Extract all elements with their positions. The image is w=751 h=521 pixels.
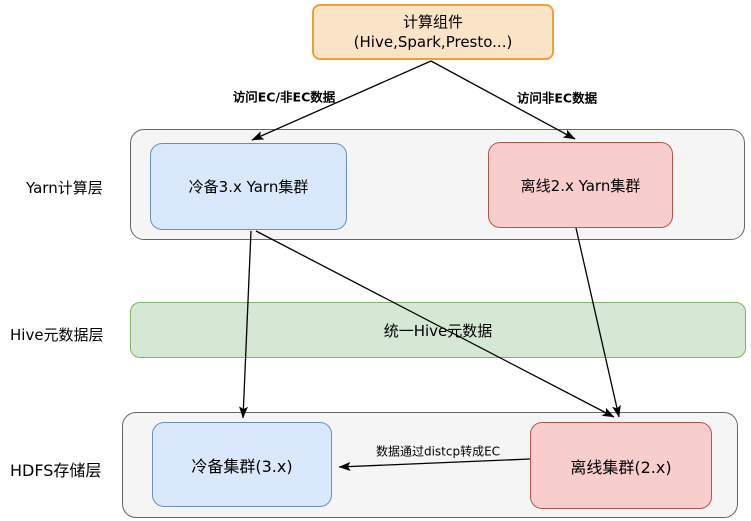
- node-offline-yarn-cluster: 离线2.x Yarn集群: [488, 142, 673, 228]
- node-offline-hdfs-cluster-label: 离线集群(2.x): [570, 457, 672, 477]
- node-cold-hdfs-cluster: 冷备集群(3.x): [152, 422, 332, 507]
- compute-components-title: 计算组件: [402, 13, 463, 31]
- edge-label-distcp: 数据通过distcp转成EC: [375, 444, 501, 459]
- compute-components-subtitle: (Hive,Spark,Presto...): [353, 33, 513, 51]
- hive-metadata-bar: 统一Hive元数据: [130, 302, 746, 358]
- hive-metadata-bar-label: 统一Hive元数据: [383, 321, 493, 340]
- edge-label-access-ec: 访问EC/非EC数据: [232, 89, 336, 105]
- hdfs-layer-label: HDFS存储层: [10, 461, 102, 480]
- node-cold-yarn-cluster: 冷备3.x Yarn集群: [150, 143, 347, 230]
- node-offline-yarn-cluster-label: 离线2.x Yarn集群: [520, 176, 641, 195]
- hive-layer-label: Hive元数据层: [10, 326, 104, 344]
- compute-components-box: 计算组件 (Hive,Spark,Presto...): [312, 4, 554, 60]
- node-cold-yarn-cluster-label: 冷备3.x Yarn集群: [188, 178, 309, 196]
- edge-label-access-non-ec: 访问非EC数据: [516, 90, 598, 106]
- yarn-layer-label: Yarn计算层: [26, 179, 103, 197]
- node-cold-hdfs-cluster-label: 冷备集群(3.x): [191, 456, 293, 476]
- node-offline-hdfs-cluster: 离线集群(2.x): [530, 422, 712, 509]
